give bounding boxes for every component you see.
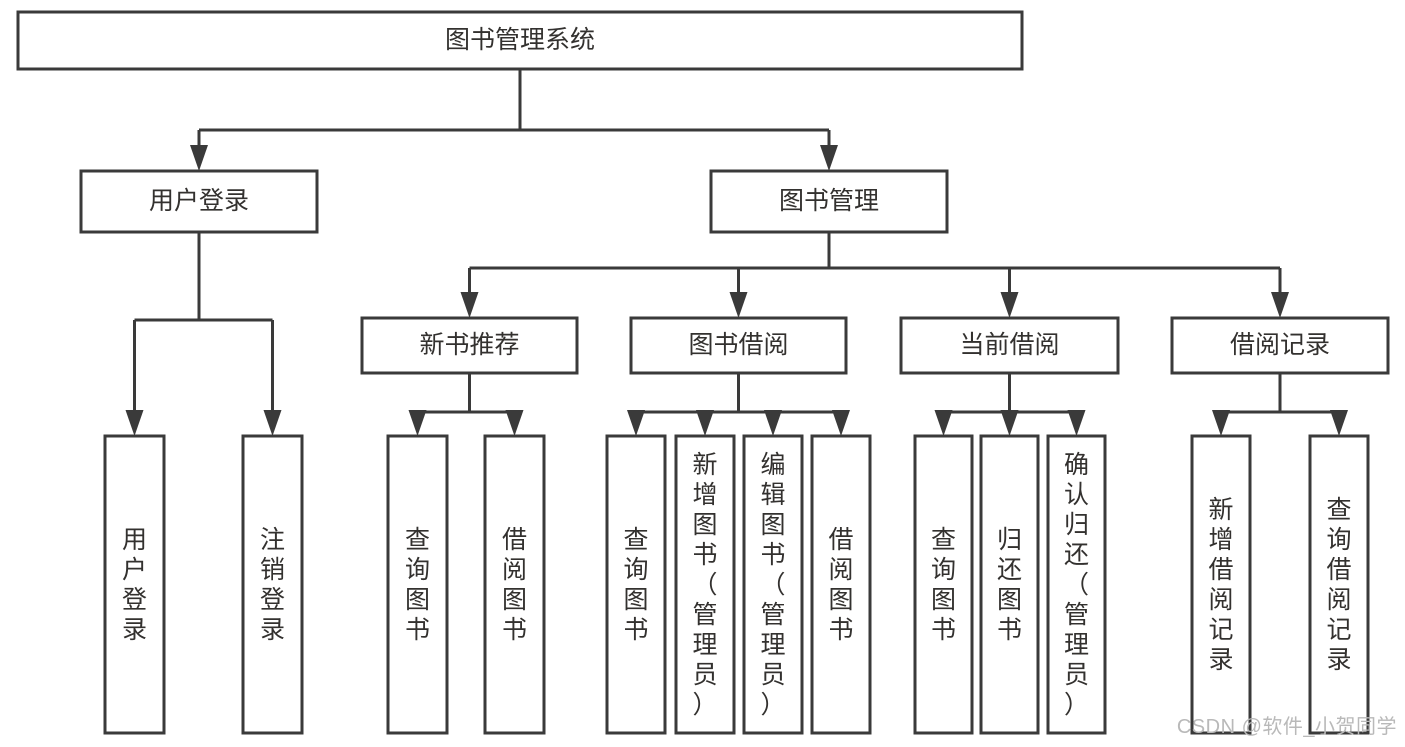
node-leaf-query-book-3[interactable]: 查询图书 [913,434,974,735]
arrow-head-icon [1271,292,1289,318]
node-new-book-recommend[interactable]: 新书推荐 [360,316,579,375]
node-root-book-management-system[interactable]: 图书管理系统 [16,10,1024,71]
node-label: 查询图书 [931,526,956,644]
node-label: 图书管理 [779,187,879,215]
node-label: 用户登录 [149,187,249,215]
arrow-head-icon [764,410,782,436]
node-label: 新书推荐 [419,331,519,359]
node-leaf-edit-book-admin[interactable]: 编辑图书（管理员） [742,434,804,735]
node-leaf-add-book-admin[interactable]: 新增图书（管理员） [674,434,736,735]
arrow-head-icon [263,410,282,436]
arrow-head-icon [1330,410,1348,436]
node-leaf-user-login[interactable]: 用户登录 [103,434,166,735]
node-current-borrow[interactable]: 当前借阅 [899,316,1120,375]
node-label: 归还图书 [997,526,1022,644]
node-label: 编辑图书（管理员） [760,451,785,719]
node-label: 查询借阅记录 [1326,496,1351,674]
node-leaf-query-book-2[interactable]: 查询图书 [605,434,667,735]
node-label: 借阅图书 [502,526,527,644]
node-label: 新增图书（管理员） [692,451,717,719]
arrow-head-icon [1212,410,1230,436]
arrow-head-icon [460,292,479,318]
node-leaf-confirm-return[interactable]: 确认归还（管理员） [1046,434,1107,735]
arrow-head-icon [696,410,714,436]
arrow-head-icon [820,145,838,171]
arrow-head-icon [627,410,645,436]
arrow-head-icon [729,292,748,318]
node-label: 图书管理系统 [445,26,595,54]
node-label: 当前借阅 [959,331,1059,359]
nodes-layer: 图书管理系统用户登录图书管理新书推荐图书借阅当前借阅借阅记录用户登录注销登录查询… [16,10,1390,735]
node-leaf-user-logout[interactable]: 注销登录 [241,434,304,735]
arrow-head-icon [1067,410,1086,436]
connectors-layer [125,69,1348,436]
arrow-head-icon [832,410,850,436]
arrow-head-icon [1000,292,1019,318]
node-leaf-query-book-1[interactable]: 查询图书 [386,434,449,735]
arrow-head-icon [125,410,144,436]
node-label: 图书借阅 [688,331,788,359]
node-borrow-record[interactable]: 借阅记录 [1170,316,1390,375]
node-label: 确认归还（管理员） [1064,451,1089,719]
node-label: 新增借阅记录 [1208,496,1233,674]
node-label: 用户登录 [122,526,147,644]
node-leaf-add-record[interactable]: 新增借阅记录 [1190,434,1252,735]
node-leaf-return-book[interactable]: 归还图书 [979,434,1040,735]
node-label: 借阅记录 [1230,331,1330,359]
node-book-manage[interactable]: 图书管理 [709,169,949,234]
node-leaf-borrow-book-2[interactable]: 借阅图书 [810,434,872,735]
arrow-head-icon [190,145,208,171]
arrow-head-icon [505,410,524,436]
node-label: 借阅图书 [828,526,853,644]
node-book-borrow[interactable]: 图书借阅 [629,316,848,375]
arrow-head-icon [408,410,427,436]
node-leaf-borrow-book-1[interactable]: 借阅图书 [483,434,546,735]
node-leaf-query-record[interactable]: 查询借阅记录 [1308,434,1370,735]
arrow-head-icon [1000,410,1019,436]
node-user-login[interactable]: 用户登录 [79,169,319,234]
node-label: 查询图书 [623,526,648,644]
arrow-head-icon [934,410,953,436]
node-label: 注销登录 [260,526,285,644]
node-label: 查询图书 [405,526,430,644]
